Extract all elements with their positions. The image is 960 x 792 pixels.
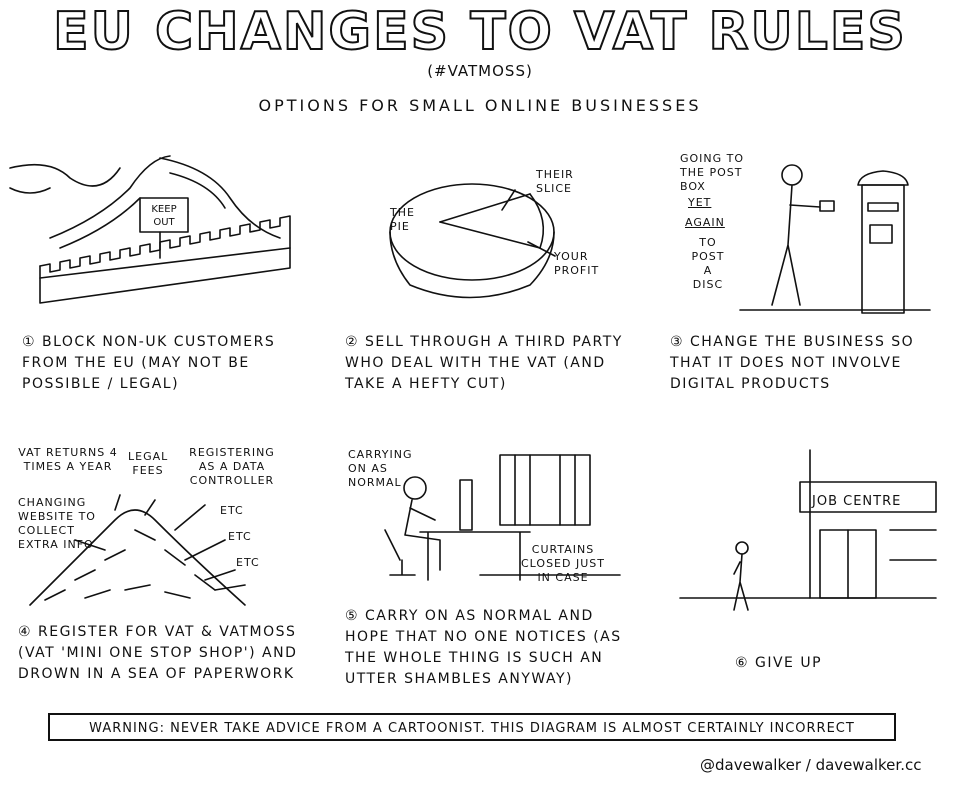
- job-centre-sign: JOB CENTRE: [812, 494, 902, 509]
- keep-out-sign: KEEP: [151, 204, 176, 215]
- panel-3-caption: ③ CHANGE THE BUSINESS SO THAT IT DOES NO…: [670, 334, 915, 392]
- carrying-on-label: CARRYING ON AS NORMAL: [348, 448, 413, 489]
- etc-label-2: ETC: [228, 530, 252, 543]
- your-profit-label: YOUR PROFIT: [554, 250, 600, 277]
- etc-label-1: ETC: [220, 504, 244, 517]
- yet-label: YET: [688, 196, 712, 209]
- page-title: EU CHANGES TO VAT RULES: [52, 1, 907, 63]
- job-centre-drawing: [679, 449, 937, 611]
- great-wall-drawing: KEEP OUT: [9, 155, 291, 304]
- panel-6-caption: ⑥ GIVE UP: [735, 655, 823, 671]
- svg-text:OUT: OUT: [153, 217, 175, 228]
- etc-label-3: ETC: [236, 556, 260, 569]
- post-a-disc-label: TO POST A DISC: [691, 236, 725, 291]
- pie-label: THE PIE: [390, 206, 415, 233]
- legal-fees-label: LEGAL FEES: [128, 450, 169, 477]
- post-box-drawing: [739, 164, 931, 314]
- again-label: AGAIN: [685, 216, 725, 229]
- heading: OPTIONS FOR SMALL ONLINE BUSINESSES: [258, 96, 702, 115]
- panel-2-caption: ② SELL THROUGH A THIRD PARTY WHO DEAL WI…: [345, 334, 623, 392]
- panel-1-caption: ① BLOCK NON-UK CUSTOMERS FROM THE EU (MA…: [22, 334, 276, 392]
- panel-4-caption: ④ REGISTER FOR VAT & VATMOSS (VAT 'MINI …: [18, 624, 298, 682]
- vat-returns-label: VAT RETURNS 4 TIMES A YEAR: [18, 446, 118, 473]
- subtitle: (#VATMOSS): [427, 62, 533, 80]
- pie-drawing: [389, 183, 556, 299]
- desk-drawing: [384, 454, 621, 581]
- credit: @davewalker / davewalker.cc: [700, 756, 922, 774]
- registering-label: REGISTERING AS A DATA CONTROLLER: [189, 446, 275, 487]
- going-label: GOING TO THE POST BOX: [680, 152, 745, 193]
- warning-banner: WARNING: NEVER TAKE ADVICE FROM A CARTOO…: [48, 713, 896, 741]
- panel-5-caption: ⑤ CARRY ON AS NORMAL AND HOPE THAT NO ON…: [345, 608, 622, 687]
- paperwork-pile-drawing: [29, 494, 246, 606]
- changing-website-label: CHANGING WEBSITE TO COLLECT EXTRA INFO: [18, 496, 96, 551]
- their-slice-label: THEIR SLICE: [536, 168, 574, 195]
- curtains-label: CURTAINS CLOSED JUST IN CASE: [521, 543, 605, 584]
